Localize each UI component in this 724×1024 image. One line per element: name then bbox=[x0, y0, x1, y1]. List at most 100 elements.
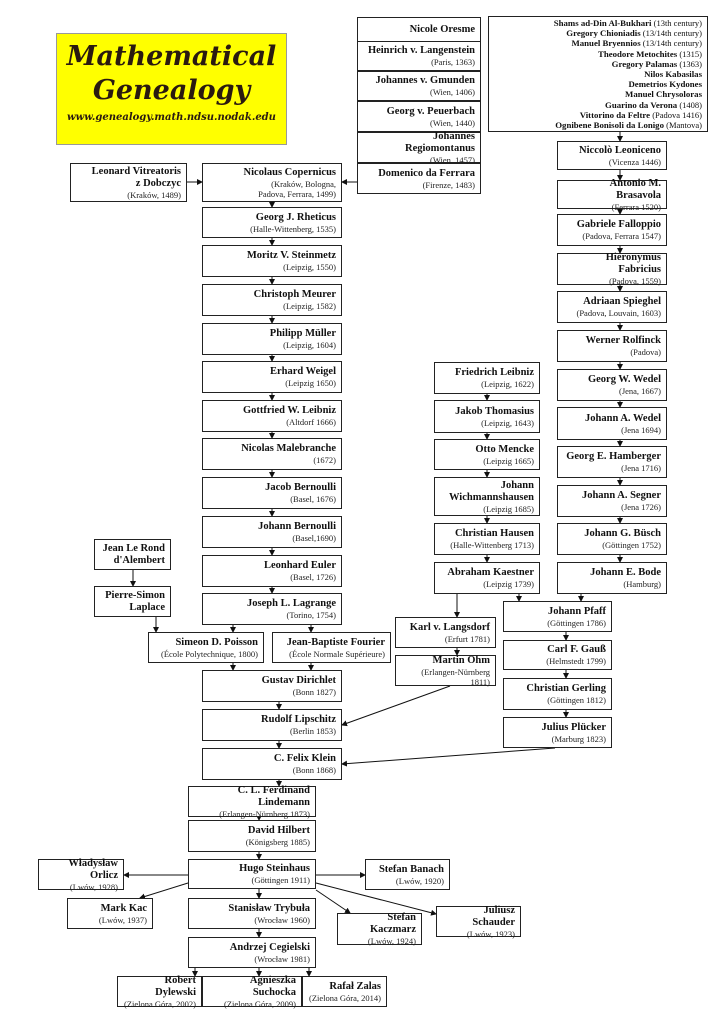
byzantine-name: Gregory Chioniadis bbox=[566, 28, 641, 39]
person-detail: (Paris, 1363) bbox=[431, 57, 475, 67]
person-name: Joseph L. Lagrange bbox=[247, 598, 336, 609]
byzantine-name: Manuel Bryennios bbox=[571, 38, 641, 49]
person-box-oresme: Nicole Oresme bbox=[357, 17, 481, 42]
byzantine-name: Vittorino da Feltre bbox=[579, 109, 651, 120]
person-detail: (Zielona Góra, 2009) bbox=[224, 998, 296, 1009]
person-box-langsdorf: Karl v. Langsdorf(Erfurt 1781) bbox=[395, 617, 496, 648]
person-box-gerling: Christian Gerling(Göttingen 1812) bbox=[503, 678, 612, 710]
person-name: Georg E. Hamberger bbox=[566, 451, 661, 462]
byzantine-entry: Manuel Bryennios (13/14th century) bbox=[494, 38, 702, 48]
person-name: Gabriele Falloppio bbox=[576, 219, 661, 230]
logo-title-line2: Genealogy bbox=[92, 75, 251, 106]
person-detail: (Berlin 1853) bbox=[289, 726, 336, 736]
person-box-regiomontanus: Johannes Regiomontanus(Wien, 1457) bbox=[357, 131, 481, 165]
person-box-schauder: Juliusz Schauder(Lwów, 1923) bbox=[436, 905, 521, 939]
person-detail: (Wien, 1457) bbox=[430, 154, 475, 165]
byzantine-entry: Shams ad-Din Al-Bukhari (13th century) bbox=[494, 18, 702, 28]
person-box-steinhaus: Hugo Steinhaus(Göttingen 1911) bbox=[188, 859, 316, 889]
person-name: Johann Wichmannshausen bbox=[448, 479, 534, 503]
person-detail: (Altdorf 1666) bbox=[286, 417, 336, 427]
person-detail: (Göttingen 1911) bbox=[251, 875, 310, 885]
lineage-arrow bbox=[139, 882, 189, 900]
person-name: Leonard Vitreatoris z Dobczyc bbox=[91, 165, 181, 189]
person-name: Philipp Müller bbox=[269, 328, 336, 339]
lineage-arrow bbox=[341, 747, 556, 767]
person-box-vitreatoris: Leonard Vitreatoris z Dobczyc(Kraków, 14… bbox=[70, 163, 187, 202]
person-name: Johann Bernoulli bbox=[258, 521, 336, 532]
person-detail: (Leipzig 1739) bbox=[483, 579, 534, 589]
person-name: Erhard Weigel bbox=[269, 366, 336, 377]
byzantine-entry: Gregory Chioniadis (13/14th century) bbox=[494, 28, 702, 38]
person-name: Werner Rolfinck bbox=[585, 335, 661, 346]
person-detail: (Torino, 1754) bbox=[286, 610, 336, 620]
person-box-banach: Stefan Banach(Lwów, 1920) bbox=[365, 859, 450, 890]
person-box-peuerbach: Georg v. Peuerbach(Wien, 1440) bbox=[357, 101, 481, 132]
person-name: Nicolaus Copernicus bbox=[243, 166, 336, 178]
person-detail: (Marburg 1823) bbox=[551, 733, 606, 744]
person-detail: (Leipzig 1685) bbox=[483, 503, 534, 514]
person-detail: (Wrocław 1960) bbox=[254, 914, 310, 925]
person-detail: (Jena, 1667) bbox=[618, 386, 661, 396]
person-name: Friedrich Leibniz bbox=[454, 367, 534, 378]
person-box-ferrara: Domenico da Ferrara(Firenze, 1483) bbox=[357, 163, 481, 194]
person-name: Gustav Dirichlet bbox=[261, 675, 336, 686]
person-box-johannb: Johann Bernoulli(Basel,1690) bbox=[202, 516, 342, 548]
person-name: Johann A. Segner bbox=[581, 490, 661, 501]
person-box-brasavola: Antonio M. Brasavola(Ferrara 1520) bbox=[557, 178, 667, 212]
person-name: Gottfried W. Leibniz bbox=[242, 405, 336, 416]
person-detail: (Kraków, 1489) bbox=[127, 189, 181, 200]
person-box-pfaff: Johann Pfaff(Göttingen 1786) bbox=[503, 601, 612, 632]
byzantine-entry: Manuel Chrysoloras bbox=[494, 89, 702, 99]
person-name: Otto Mencke bbox=[475, 443, 534, 455]
person-detail: (Göttingen 1812) bbox=[547, 695, 606, 705]
person-name: Rafał Zalas bbox=[329, 980, 381, 992]
person-box-euler: Leonhard Euler(Basel, 1726) bbox=[202, 555, 342, 587]
person-name: Jean-Baptiste Fourier bbox=[286, 636, 385, 648]
mathematical-genealogy-logo: Mathematical Genealogy www.genealogy.mat… bbox=[56, 33, 287, 145]
person-detail: (Wrocław 1981) bbox=[254, 953, 310, 964]
byzantine-name: Guarino da Verona bbox=[605, 99, 678, 110]
person-box-busch: Johann G. Büsch(Göttingen 1752) bbox=[557, 523, 667, 555]
person-detail: (Lwów, 1937) bbox=[98, 914, 147, 925]
person-box-gleibniz: Gottfried W. Leibniz(Altdorf 1666) bbox=[202, 400, 342, 432]
person-name: Pierre-Simon Laplace bbox=[105, 589, 165, 613]
person-detail: (Jena 1716) bbox=[621, 463, 661, 473]
person-detail: (Basel, 1726) bbox=[290, 572, 336, 582]
person-name: Robert Dylewski bbox=[155, 974, 196, 998]
person-box-orlicz: Władysław Orlicz(Lwów, 1928) bbox=[38, 857, 124, 892]
person-name: Karl v. Langsdorf bbox=[409, 621, 490, 633]
person-detail: (Leipzig, 1604) bbox=[283, 340, 336, 350]
byzantine-name: Ognibene Bonisoli da Lonigo bbox=[555, 119, 664, 130]
person-detail: (Leipzig, 1643) bbox=[481, 417, 534, 428]
person-box-bode: Johann E. Bode(Hamburg) bbox=[557, 562, 667, 594]
person-name: Niccolò Leoniceno bbox=[579, 144, 661, 156]
person-box-copernicus: Nicolaus Copernicus(Kraków, Bologna, Pad… bbox=[202, 163, 342, 202]
person-name: Martin Ohm bbox=[432, 654, 490, 666]
person-box-ohm: Martin Ohm(Erlangen-Nürnberg 1811) bbox=[395, 654, 496, 687]
person-box-hamberger: Georg E. Hamberger(Jena 1716) bbox=[557, 446, 667, 478]
person-name: Johannes v. Gmunden bbox=[375, 75, 476, 86]
byzantine-note: (13th century) bbox=[653, 17, 702, 28]
byzantine-name: Nilos Kabasilas bbox=[644, 68, 702, 79]
byzantine-entry: Gregory Palamas (1363) bbox=[494, 59, 702, 69]
person-detail: (Leipzig, 1582) bbox=[283, 301, 336, 311]
person-detail: (Hamburg) bbox=[623, 579, 661, 589]
person-box-gmunden: Johannes v. Gmunden(Wien, 1406) bbox=[357, 71, 481, 101]
person-detail: (Lwów, 1920) bbox=[395, 875, 444, 886]
person-detail: (Kraków, Bologna, Padova, Ferrara, 1499) bbox=[258, 178, 336, 199]
person-detail: (Halle-Wittenberg, 1535) bbox=[250, 223, 336, 234]
person-box-hausen: Christian Hausen(Halle-Wittenberg 1713) bbox=[434, 523, 540, 555]
person-name: Georg W. Wedel bbox=[587, 374, 661, 385]
person-detail: (Leipzig 1665) bbox=[483, 455, 534, 466]
person-box-langenstein: Heinrich v. Langenstein(Paris, 1363) bbox=[357, 41, 481, 71]
person-name: Julius Plücker bbox=[541, 721, 606, 733]
person-box-klein: C. Felix Klein(Bonn 1868) bbox=[202, 748, 342, 780]
person-name: Rudolf Lipschitz bbox=[261, 714, 336, 725]
person-detail: (Erlangen-Nürnberg 1811) bbox=[421, 666, 490, 687]
person-detail: (Lwów, 1928) bbox=[69, 881, 118, 892]
person-box-falloppio: Gabriele Falloppio(Padova, Ferrara 1547) bbox=[557, 214, 667, 246]
person-box-weigel: Erhard Weigel(Leipzig 1650) bbox=[202, 361, 342, 393]
person-name: Johann G. Büsch bbox=[584, 528, 661, 539]
person-name: Władysław Orlicz bbox=[68, 857, 118, 881]
person-box-gwedel: Georg W. Wedel(Jena, 1667) bbox=[557, 369, 667, 401]
